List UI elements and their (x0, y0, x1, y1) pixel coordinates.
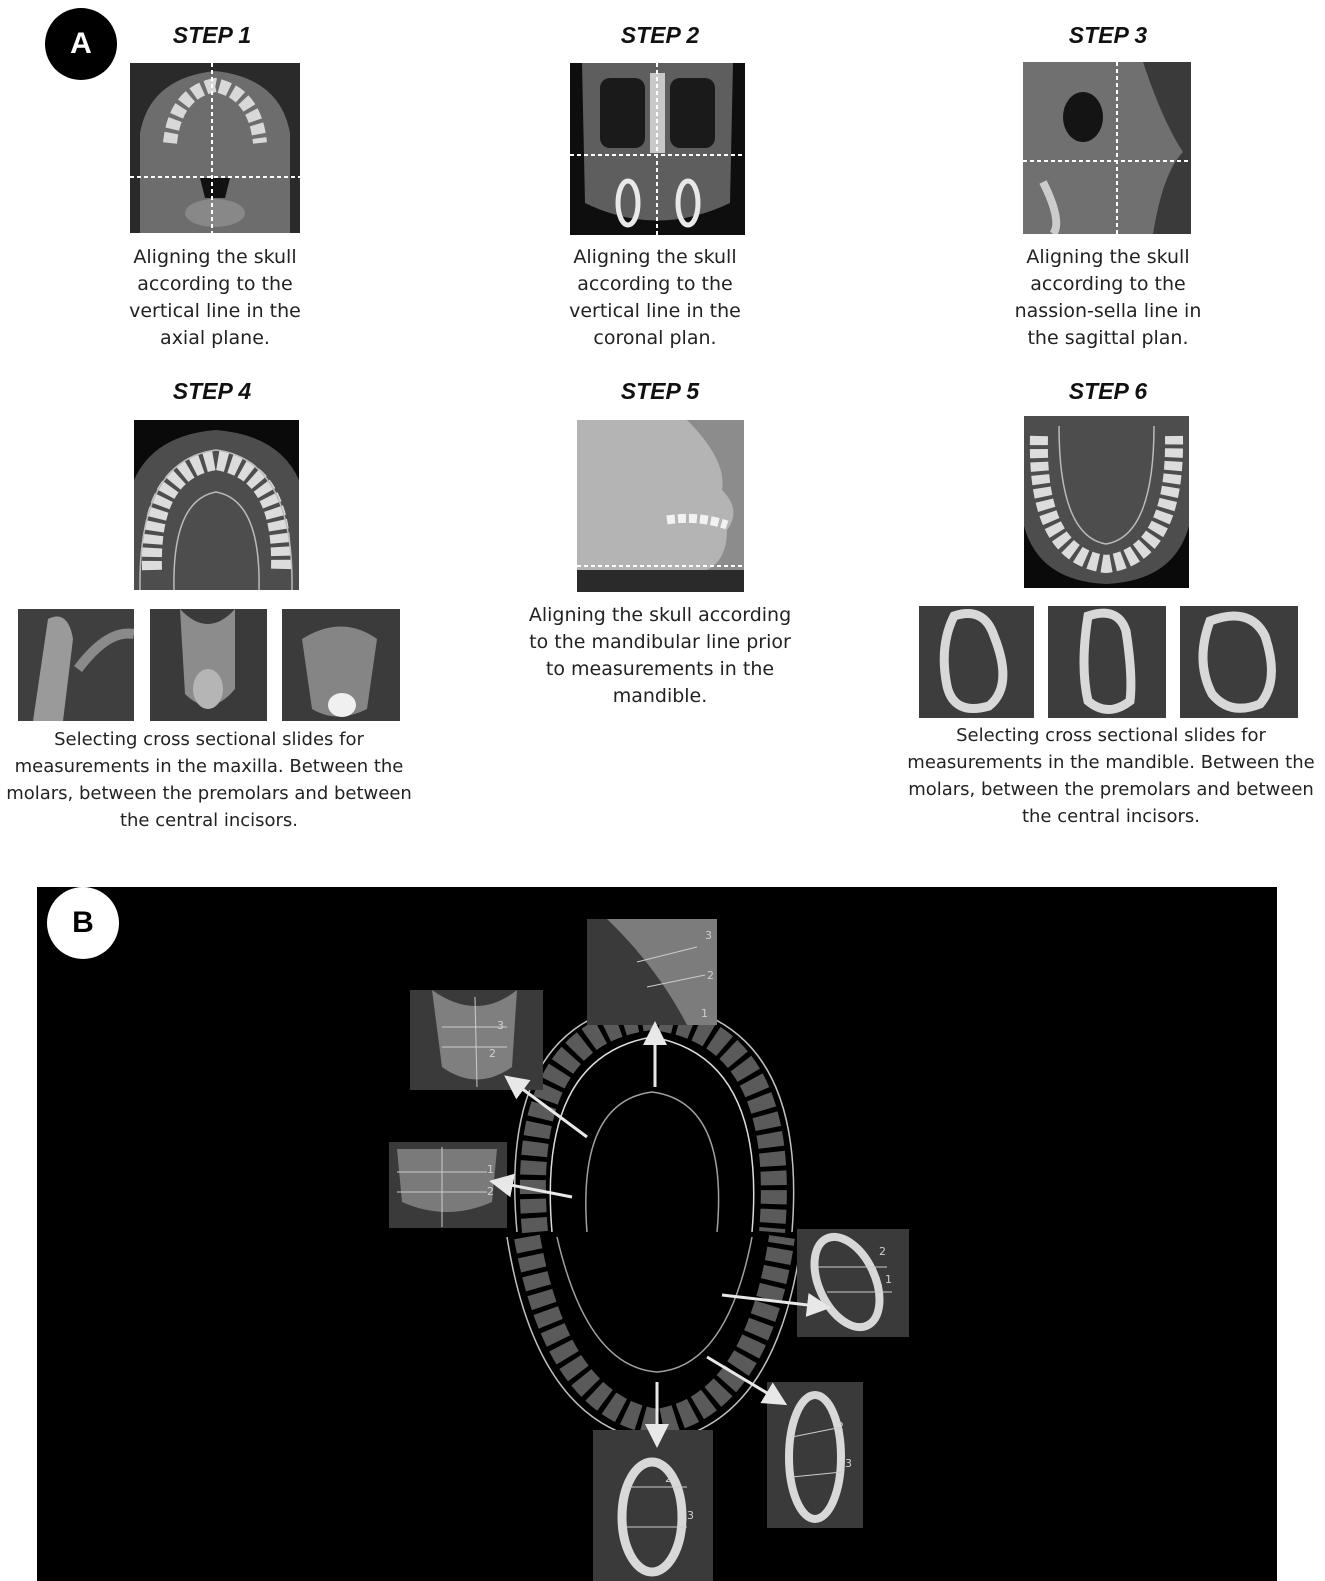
step-6-cross-section-incisors (1180, 606, 1298, 718)
step-1-caption: Aligning the skullaccording to thevertic… (80, 244, 350, 352)
svg-text:1: 1 (701, 1007, 708, 1020)
step-5-lateral-scan (577, 420, 744, 592)
step-4-maxilla-scan (134, 420, 299, 590)
svg-text:1: 1 (487, 1163, 494, 1176)
step-1-title: STEP 1 (92, 22, 332, 49)
step-2-caption: Aligning the skullaccording to thevertic… (520, 244, 790, 352)
step-5-title: STEP 5 (540, 378, 780, 405)
svg-text:2: 2 (879, 1245, 886, 1258)
mandible-cross-section-molar (797, 1227, 909, 1338)
svg-text:2: 2 (707, 969, 714, 982)
svg-text:2: 2 (489, 1047, 496, 1060)
step-4-cross-section-incisors (282, 609, 400, 721)
step-5-caption: Aligning the skull accordingto the mandi… (505, 602, 815, 710)
maxilla-cross-section-incisor (587, 919, 717, 1025)
step-6-cross-section-premolars (1048, 606, 1166, 718)
svg-text:2: 2 (837, 1420, 844, 1433)
svg-text:3: 3 (497, 1019, 504, 1032)
step-1-axial-scan (130, 63, 300, 233)
step-3-sagittal-scan (1023, 62, 1191, 234)
step-4-cross-section-molars (18, 609, 134, 721)
svg-text:2: 2 (665, 1472, 672, 1485)
step-2-title: STEP 2 (540, 22, 780, 49)
mandible-cross-section-premolar (767, 1382, 863, 1528)
mandibular-arch (507, 1237, 802, 1442)
step-6-title: STEP 6 (988, 378, 1228, 405)
step-4-cross-section-premolars (150, 609, 267, 721)
step-6-cross-section-molars (919, 606, 1034, 718)
step-3-caption: Aligning the skullaccording to thenassio… (968, 244, 1248, 352)
step-6-caption: Selecting cross sectional slides formeas… (903, 722, 1319, 830)
svg-text:2: 2 (487, 1185, 494, 1198)
step-4-caption: Selecting cross sectional slides formeas… (4, 726, 414, 834)
svg-text:3: 3 (705, 929, 712, 942)
step-2-coronal-scan (570, 63, 745, 235)
step-6-mandible-scan (1024, 416, 1189, 588)
svg-text:3: 3 (687, 1509, 694, 1522)
panel-b-arch-diagram: 3 2 1 3 2 1 2 2 1 2 3 2 3 (37, 887, 1277, 1581)
maxilla-cross-section-premolar (410, 990, 543, 1090)
svg-text:1: 1 (885, 1273, 892, 1286)
svg-text:3: 3 (845, 1457, 852, 1470)
panel-b-label: B (47, 887, 119, 959)
step-4-title: STEP 4 (92, 378, 332, 405)
step-3-title: STEP 3 (988, 22, 1228, 49)
mandible-cross-section-incisor (593, 1430, 713, 1581)
